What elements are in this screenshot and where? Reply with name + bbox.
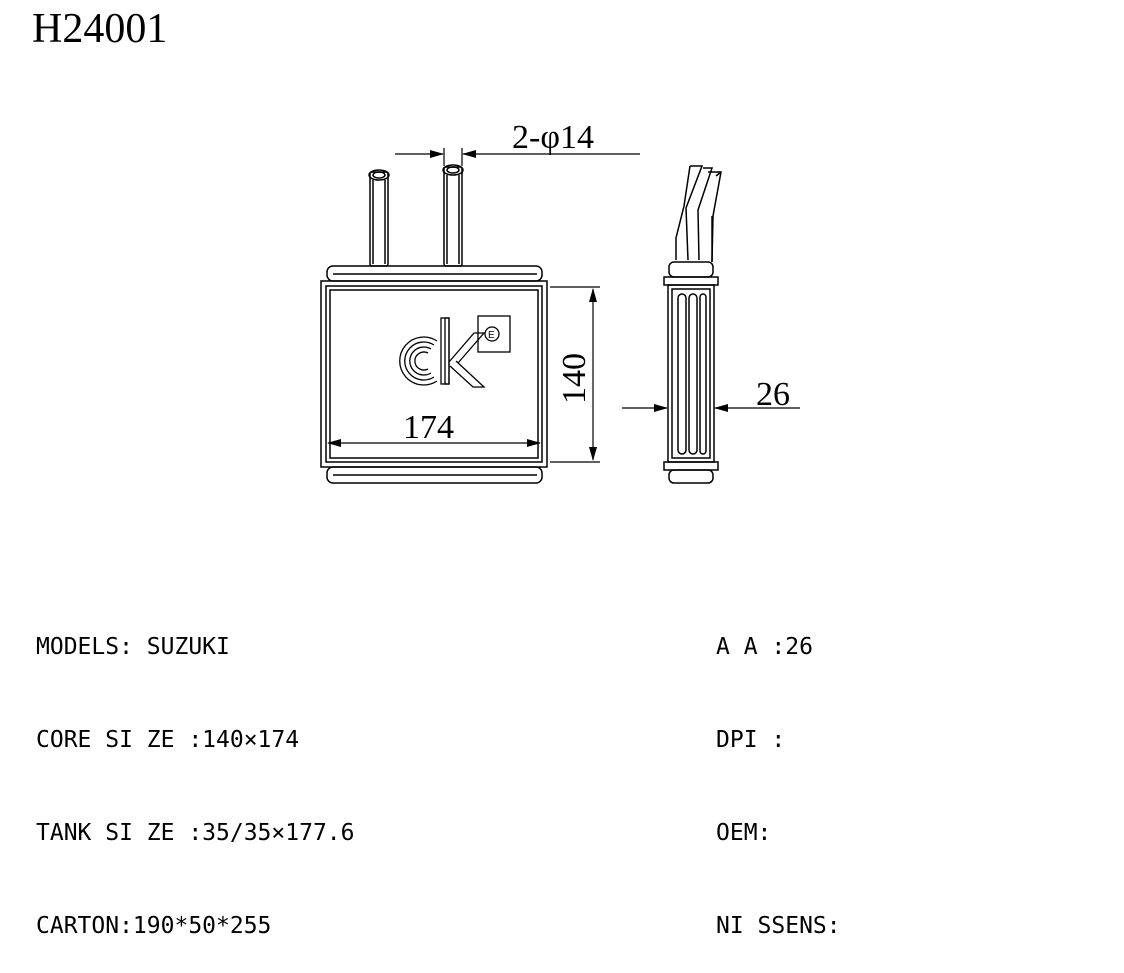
- pipe-diameter-label: 2-φ14: [512, 119, 594, 156]
- spec-tank-size: TANK SI ZE :35/35×177.6: [36, 820, 355, 846]
- spec-list-left: MODELS: SUZUKI CORE SI ZE :140×174 TANK …: [36, 570, 355, 973]
- part-number-title: H24001: [32, 6, 168, 52]
- pipe-diameter-dimension: [395, 148, 640, 166]
- height-label: 140: [556, 353, 593, 404]
- pipe-left: [368, 169, 390, 267]
- spec-list-right: A A :26 DPI : OEM: NI SSENS:: [716, 570, 841, 973]
- spec-carton: CARTON:190*50*255: [36, 913, 272, 939]
- spec-core-size: CORE SI ZE :140×174: [36, 727, 300, 753]
- width-label: 174: [403, 409, 454, 446]
- spec-oem: OEM:: [716, 820, 772, 846]
- spec-models: MODELS: SUZUKI: [36, 634, 230, 660]
- depth-label: 26: [756, 376, 790, 413]
- side-core: [667, 284, 715, 463]
- bottom-tank: [326, 466, 543, 484]
- side-view: [663, 165, 722, 484]
- height-dimension: [550, 286, 600, 463]
- logo-mark: E: [488, 330, 495, 341]
- spec-aa: A A :26: [716, 634, 813, 660]
- front-view: [320, 164, 548, 484]
- pipe-right: [442, 164, 464, 267]
- technical-drawing: 2-φ14 174 140 E: [320, 119, 800, 484]
- spec-dpi: DPI :: [716, 727, 786, 753]
- ck-logo: [399, 315, 511, 388]
- spec-nissens: NI SSENS:: [716, 913, 841, 939]
